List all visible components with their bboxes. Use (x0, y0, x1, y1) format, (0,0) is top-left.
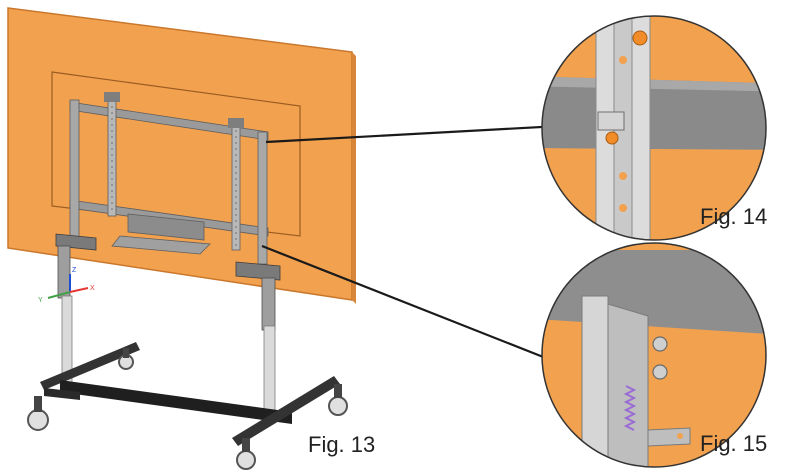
figure-label-15: Fig. 15 (700, 431, 768, 456)
stand-column-left (55, 233, 97, 387)
axis-y-label: Y (38, 297, 43, 304)
detail-view-fig14 (541, 15, 767, 241)
figure-label-13: Fig. 13 (308, 432, 376, 457)
stand-base (40, 342, 340, 446)
coordinate-axes: Z Y X (38, 267, 95, 304)
figure-label-14: Fig. 14 (700, 204, 768, 229)
casters (27, 348, 348, 470)
callout-arrow-fig15 (261, 244, 571, 370)
axis-x-label: X (90, 285, 95, 292)
callout-arrow-fig14 (265, 115, 565, 144)
detail-view-fig15 (541, 242, 767, 468)
stand-column-right (235, 261, 281, 421)
axis-z-label: Z (72, 267, 77, 274)
